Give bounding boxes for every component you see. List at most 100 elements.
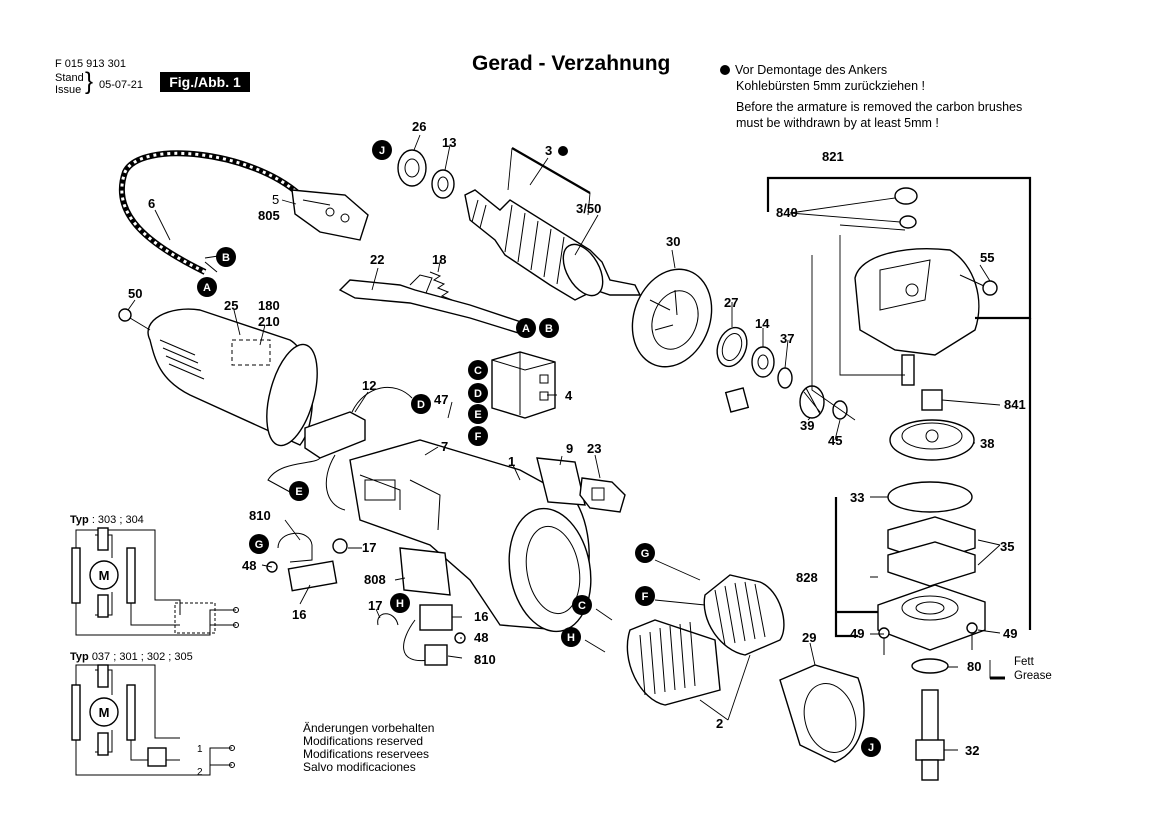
badge-B-switch: B [539,318,559,338]
label-50: 50 [128,286,142,301]
bearing-flange [877,584,986,651]
label-14: 14 [755,316,770,331]
label-810-left: 810 [249,508,271,523]
svg-text:D: D [417,399,425,411]
cap-840 [894,187,918,205]
label-1: 1 [508,454,515,469]
label-47: 47 [434,392,448,407]
ring-27 [716,326,748,368]
label-810-right: 810 [474,652,496,667]
label-48-right: 48 [474,630,488,645]
footer-en: Modifications reserved [303,734,424,748]
label-808: 808 [364,572,386,587]
mains-plug [291,189,369,241]
svg-text:J: J [868,742,874,754]
label-30: 30 [666,234,680,249]
label-45: 45 [828,433,842,448]
bevel-gear [889,419,975,461]
label-22: 22 [370,252,384,267]
label-38: 38 [980,436,994,451]
typ-bottom-label: Typ 037 ; 301 ; 302 ; 305 [70,651,193,663]
badge-F-coil: F [635,586,655,606]
svg-text:D: D [474,388,482,400]
bracket-828 [834,497,878,638]
svg-text:C: C [578,600,586,612]
label-808 [399,547,451,596]
label-48-left: 48 [242,558,256,573]
svg-text:J: J [379,145,385,157]
label-16-left: 16 [292,607,306,622]
brush-spring [724,387,750,413]
label-39: 39 [800,418,814,433]
label-12: 12 [362,378,376,393]
label-55: 55 [980,250,994,265]
badge-D-electronics: D [411,394,431,414]
grease-note: Fett Grease [1014,655,1052,683]
svg-text:H: H [567,632,575,644]
bearing-13 [431,169,455,199]
label-6: 6 [148,196,155,211]
spring-18 [429,271,453,301]
svg-text:F: F [642,591,649,603]
svg-text:E: E [295,486,302,498]
badge-E-electronics: E [289,481,309,501]
label-80: 80 [967,659,981,674]
label-29: 29 [802,630,816,645]
small-gear-39 [799,385,825,419]
svg-text:G: G [255,539,264,551]
guard-29 [779,664,865,763]
disassembly-note: Vor Demontage des Ankers Kohlebürsten 5m… [720,62,1022,131]
svg-text:B: B [545,323,553,335]
motor-symbol-bottom: M [99,705,110,720]
badge-J-top: J [372,140,392,160]
ring-840 [899,215,917,229]
label-7: 7 [441,439,448,454]
label-5: 5 [272,192,279,207]
modifications-note: Änderungen vorbehalten Modifications res… [303,722,434,774]
gear-head [854,248,980,386]
svg-text:C: C [474,365,482,377]
fig-label: Fig./Abb. 1 [160,72,250,92]
switch-bar [338,274,531,336]
screw-49-right [966,622,978,650]
switch-knob-23 [579,477,626,513]
part-labels: 26 13 3 3/50 6 5 805 22 18 30 27 14 37 8… [128,119,1026,758]
badge-J-guard: J [861,737,881,757]
label-17-right: 17 [368,598,382,613]
screw-49-left [878,627,890,655]
label-805: 805 [258,208,280,223]
label-13: 13 [442,135,456,150]
label-32: 32 [965,743,979,758]
note-de-line2: Kohlebürsten 5mm zurückziehen ! [736,79,925,93]
grease-en: Grease [1014,670,1052,682]
svg-text:A: A [522,323,530,335]
washer-37 [777,367,793,389]
badge-A-switch: A [516,318,536,338]
label-35: 35 [1000,539,1014,554]
bearing-14 [751,346,775,378]
badge-H-coil: H [561,627,581,647]
footer-es: Salvo modificaciones [303,760,416,774]
svg-text:A: A [203,282,211,294]
note-de-line1: Vor Demontage des Ankers [735,63,888,77]
label-840: 840 [776,205,798,220]
o-ring-33 [887,481,973,513]
label-49-left: 49 [850,626,864,641]
label-828: 828 [796,570,818,585]
grease-de: Fett [1014,656,1034,668]
label-27: 27 [724,295,738,310]
badge-E-switch: E [468,404,488,424]
bracket-3 [511,147,591,194]
label-841: 841 [1004,397,1026,412]
label-3-50: 3/50 [576,201,601,216]
badge-G-coil: G [635,543,655,563]
label-37: 37 [780,331,794,346]
label-17-left: 17 [362,540,376,555]
issue-date: 05-07-21 [99,79,144,91]
footer-fr: Modifications reservees [303,747,430,761]
housing-cover [147,308,318,447]
label-821: 821 [822,149,844,164]
svg-text:G: G [641,548,650,560]
label-49-right: 49 [1003,626,1017,641]
